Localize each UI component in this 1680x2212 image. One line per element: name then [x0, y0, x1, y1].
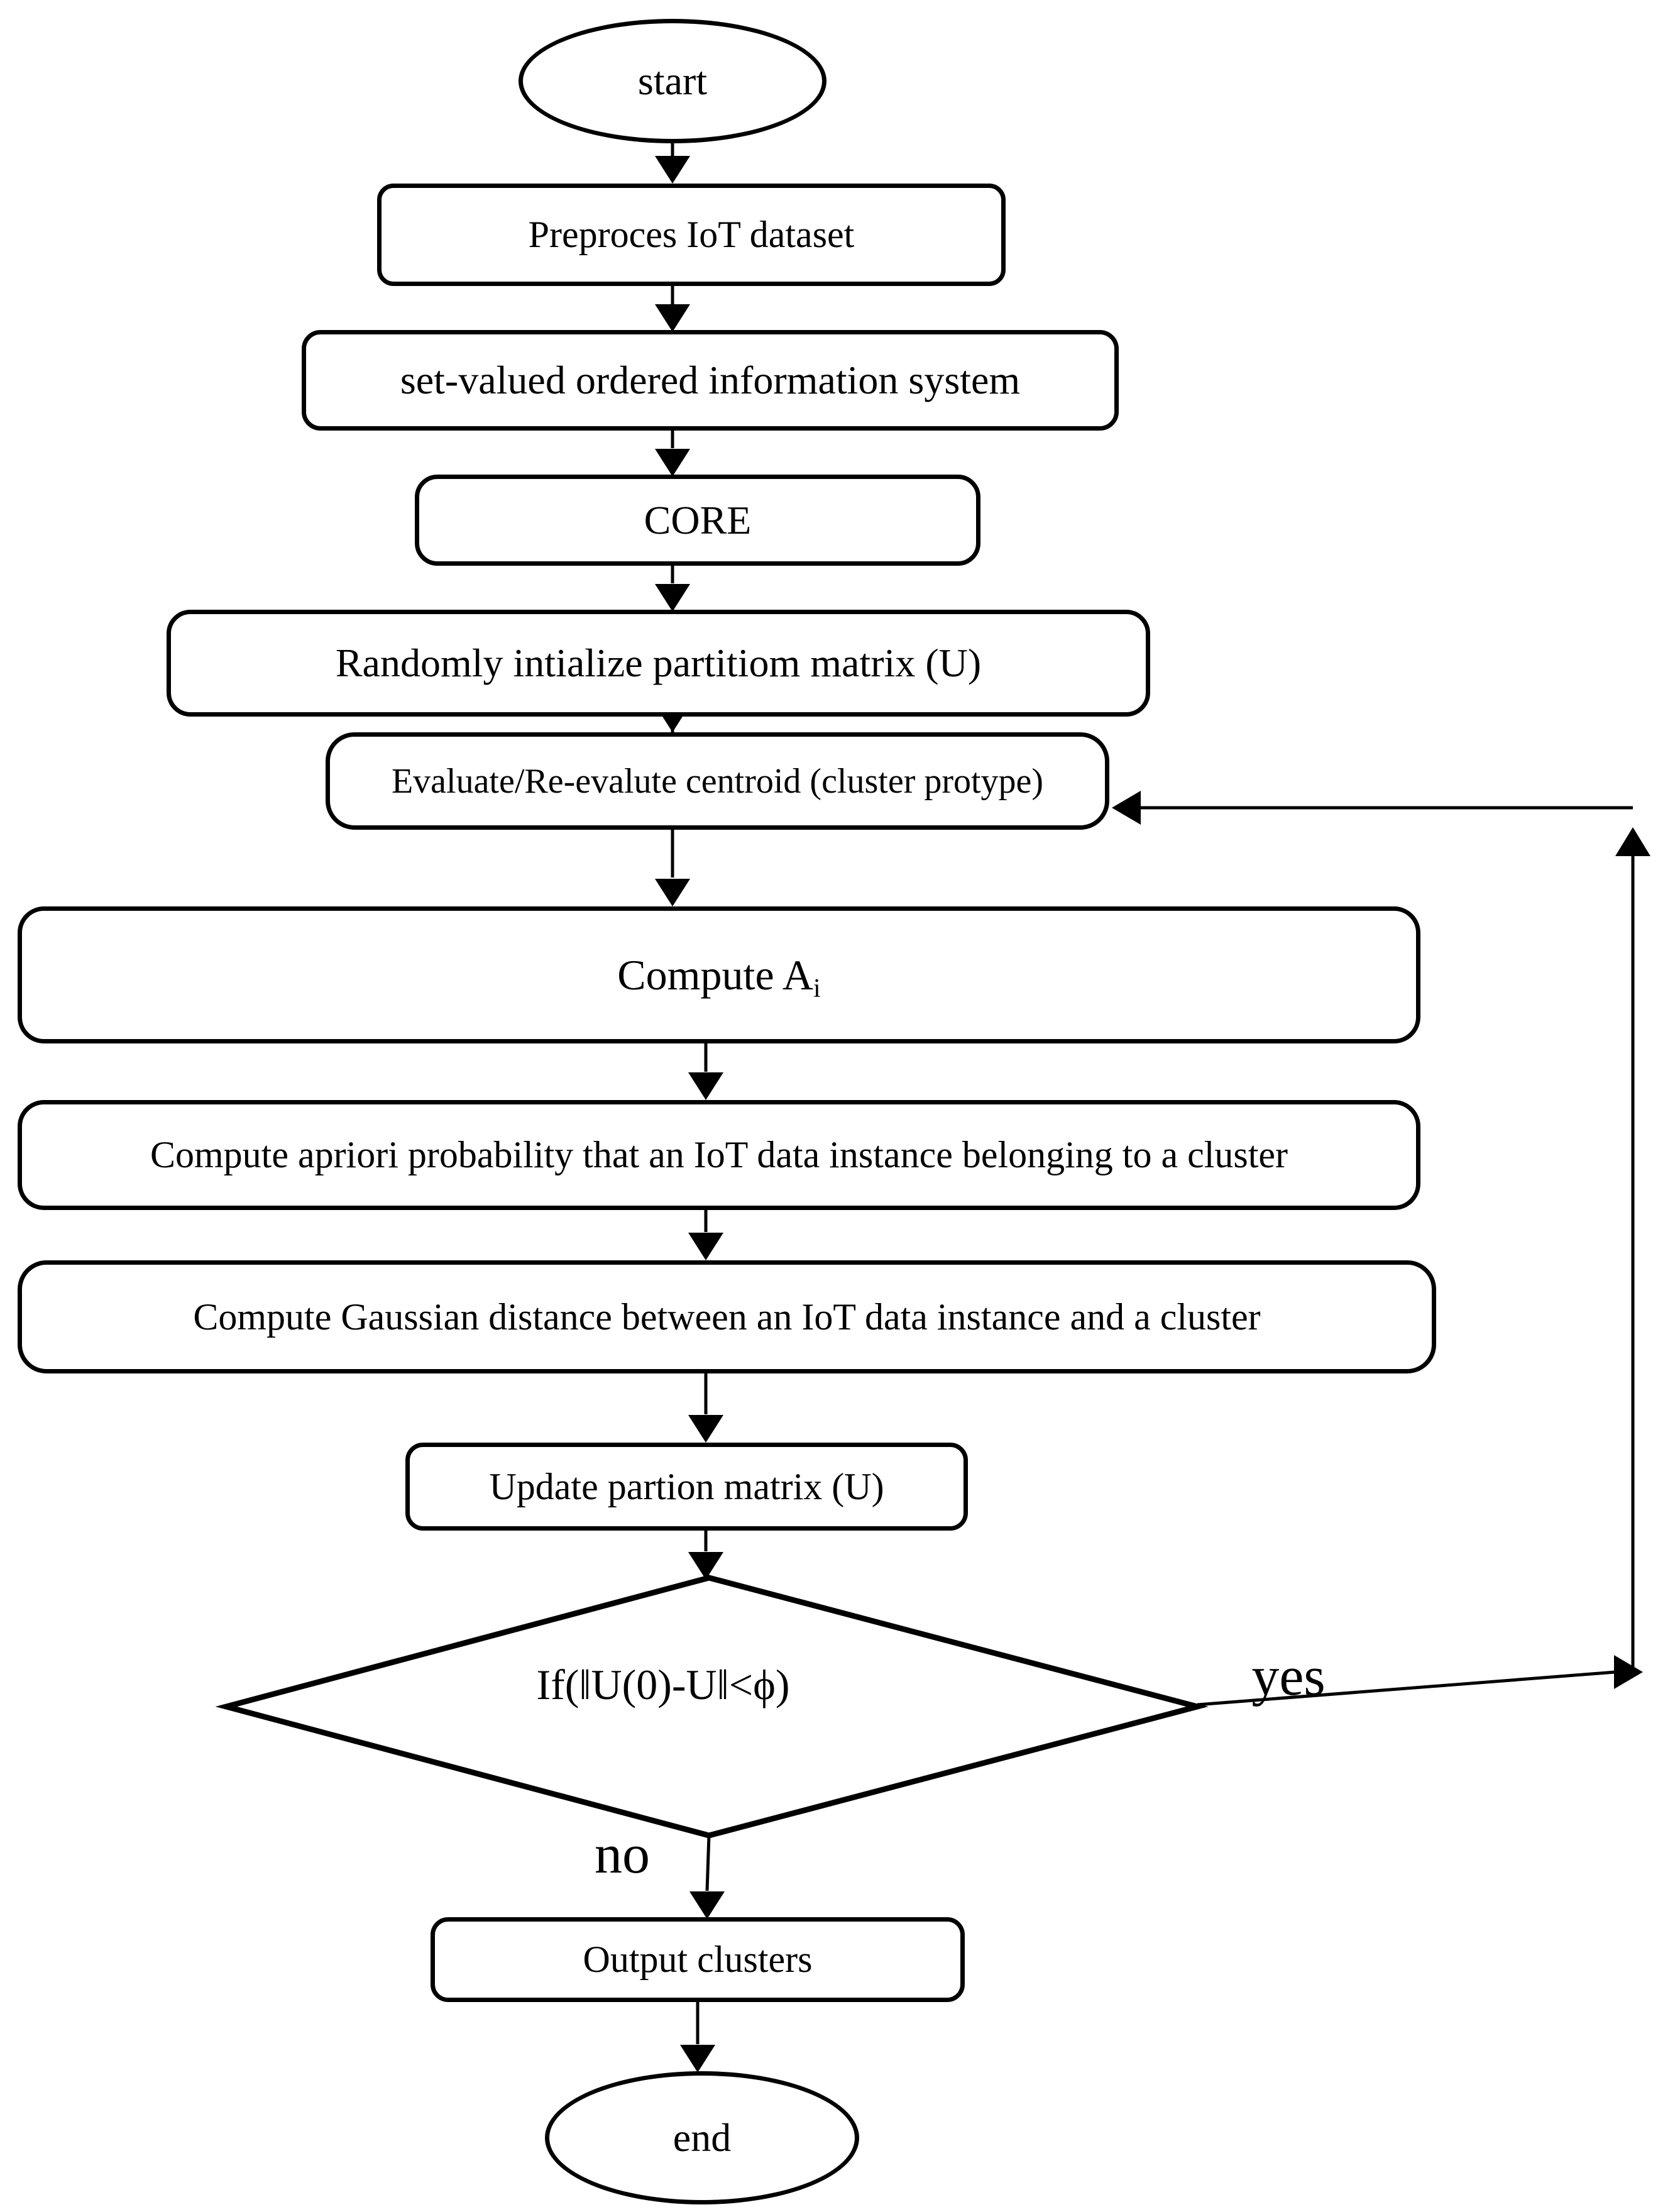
convergence-decision-label: If(‖U(0)-U‖<ϕ) — [536, 1660, 790, 1709]
information-system-step: set-valued ordered information system — [302, 330, 1119, 431]
initialize-matrix-label: Randomly intialize partitiom matrix (U) — [335, 641, 982, 685]
evaluate-centroid-label: Evaluate/Re-evalute centroid (cluster pr… — [391, 761, 1044, 801]
compute-ai-label: Compute Ai — [617, 950, 821, 1003]
compute-ai-step: Compute Ai — [18, 906, 1420, 1043]
information-system-label: set-valued ordered information system — [400, 358, 1021, 402]
arrowhead-into-gaussian — [688, 1233, 723, 1260]
connector-yes-horizontal — [1197, 1670, 1616, 1707]
core-label: CORE — [644, 497, 752, 542]
arrowhead-into-preprocess — [655, 156, 690, 184]
end-terminator: end — [545, 2071, 859, 2204]
end-label: end — [673, 2115, 732, 2160]
arrowhead-into-init — [655, 584, 690, 612]
output-clusters-label: Output clusters — [583, 1939, 813, 1980]
no-edge-label: no — [595, 1824, 650, 1885]
initialize-matrix-step: Randomly intialize partitiom matrix (U) — [167, 610, 1150, 717]
arrowhead-loop-corner-right — [1614, 1655, 1643, 1689]
gaussian-distance-label: Compute Gaussian distance between an IoT… — [193, 1296, 1261, 1338]
arrowhead-into-core — [655, 449, 690, 476]
preprocess-step: Preproces IoT dataset — [377, 184, 1006, 286]
preprocess-label: Preproces IoT dataset — [528, 214, 855, 255]
arrowhead-into-computea — [655, 879, 690, 906]
start-terminator: start — [519, 19, 826, 143]
compute-ai-subscript: i — [813, 973, 821, 1003]
arrowhead-into-decision — [688, 1552, 723, 1580]
connector-decision-output-no — [705, 1835, 711, 1891]
decision-diamond-shape — [215, 1575, 1209, 1839]
evaluate-centroid-step: Evaluate/Re-evalute centroid (cluster pr… — [326, 732, 1109, 830]
arrowhead-into-sois — [655, 304, 690, 332]
arrowhead-into-update — [688, 1415, 723, 1443]
gaussian-distance-step: Compute Gaussian distance between an IoT… — [18, 1260, 1436, 1373]
output-clusters-step: Output clusters — [431, 1917, 965, 2002]
arrowhead-loop-corner-up — [1615, 827, 1650, 856]
arrowhead-into-centroid-right — [1112, 791, 1141, 825]
apriori-probability-step: Compute apriori probability that an IoT … — [18, 1100, 1420, 1210]
arrowhead-into-apriori — [688, 1072, 723, 1100]
start-label: start — [637, 58, 708, 103]
core-step: CORE — [415, 475, 980, 566]
update-matrix-step: Update partion matrix (U) — [405, 1443, 968, 1531]
yes-edge-label: yes — [1251, 1646, 1326, 1707]
apriori-probability-label: Compute apriori probability that an IoT … — [150, 1134, 1288, 1175]
arrowhead-into-end — [680, 2045, 715, 2072]
convergence-decision: If(‖U(0)-U‖<ϕ) — [402, 1644, 924, 1725]
update-matrix-label: Update partion matrix (U) — [489, 1465, 884, 1507]
arrowhead-into-output — [689, 1891, 725, 1919]
